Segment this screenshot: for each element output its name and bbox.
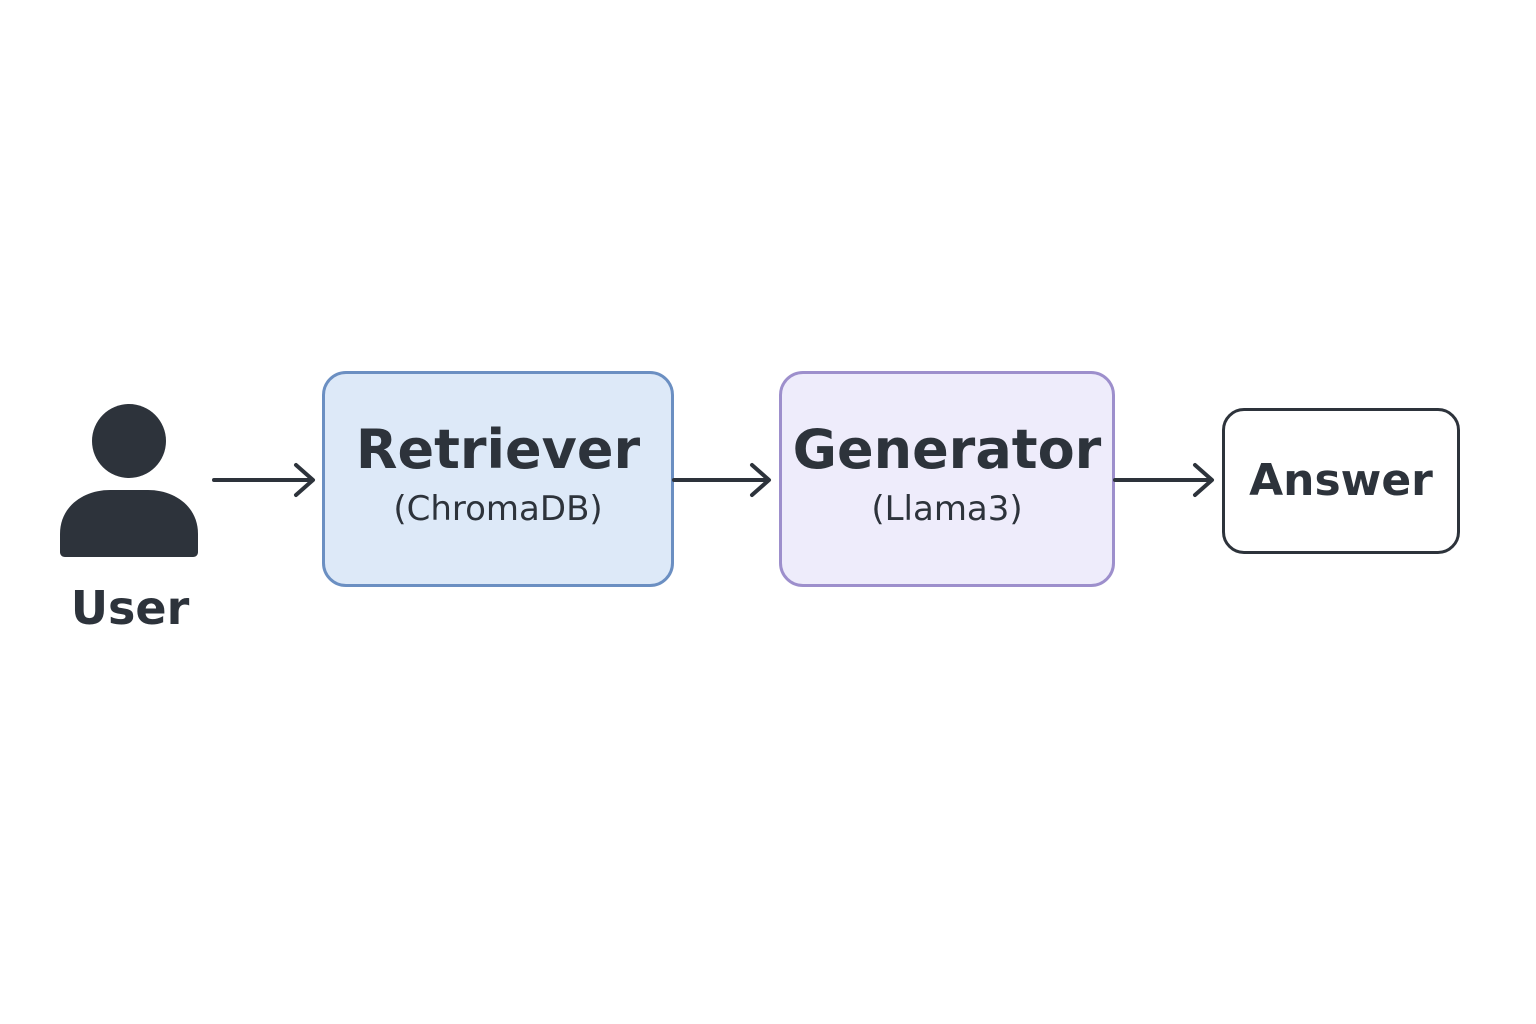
user-label: User [70,581,190,635]
arrow-user-to-retriever [212,463,315,497]
retriever-subtitle: (ChromaDB) [393,489,603,529]
generator-subtitle: (Llama3) [871,489,1023,529]
generator-node: Generator (Llama3) [779,371,1115,587]
answer-title: Answer [1249,455,1433,506]
generator-title: Generator [792,418,1102,481]
arrow-generator-to-answer [1113,463,1214,497]
arrow-retriever-to-generator [672,463,771,497]
retriever-title: Retriever [355,418,641,481]
retriever-node: Retriever (ChromaDB) [322,371,674,587]
user-icon [60,404,198,557]
answer-node: Answer [1222,408,1460,554]
